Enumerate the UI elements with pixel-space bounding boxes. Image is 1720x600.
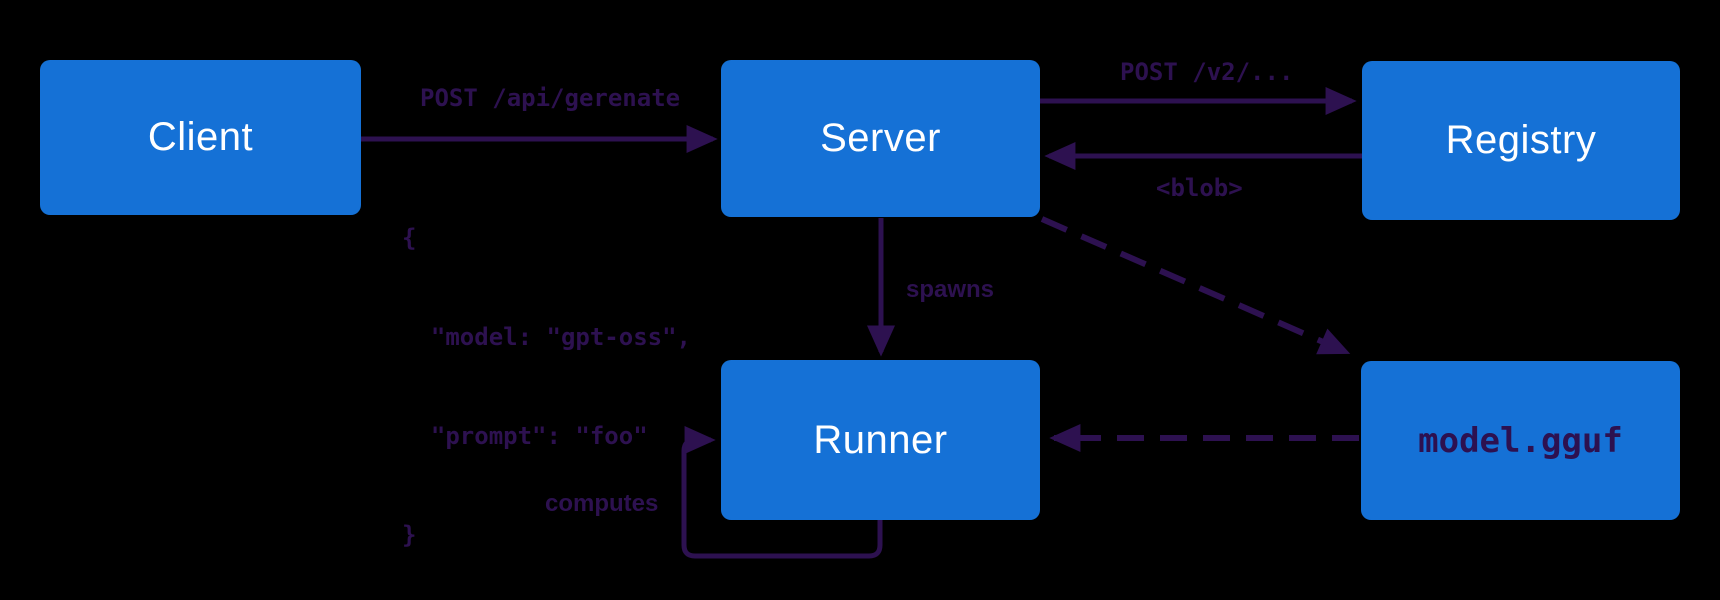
edge-runner-self-loop (681, 426, 883, 559)
edge-label-post-api-generate: POST /api/gerenate (420, 84, 681, 112)
request-body-line: "model: "gpt-oss", (402, 323, 691, 351)
edge-server-to-modelgguf-dashed (1040, 216, 1351, 355)
edge-label-computes: computes (545, 490, 659, 517)
node-client-label: Client (147, 115, 254, 159)
node-client: Client (40, 60, 361, 215)
edge-label-blob: <blob> (1156, 174, 1243, 202)
edge-label-post-v2: POST /v2/... (1120, 58, 1294, 86)
node-model-gguf-label: model.gguf (1418, 420, 1623, 461)
edge-label-spawns: spawns (906, 276, 995, 303)
node-registry-label: Registry (1445, 118, 1597, 162)
request-body-json: { "model: "gpt-oss", "prompt": "foo" } (402, 156, 691, 600)
node-runner: Runner (721, 360, 1040, 520)
node-server: Server (721, 60, 1040, 217)
request-body-line: "prompt": "foo" (402, 422, 648, 450)
node-model-gguf: model.gguf (1361, 361, 1680, 520)
node-registry: Registry (1362, 61, 1680, 220)
node-server-label: Server (820, 116, 941, 160)
request-body-line: { (402, 224, 417, 252)
node-runner-label: Runner (813, 417, 948, 462)
request-body-line: } (402, 521, 417, 549)
